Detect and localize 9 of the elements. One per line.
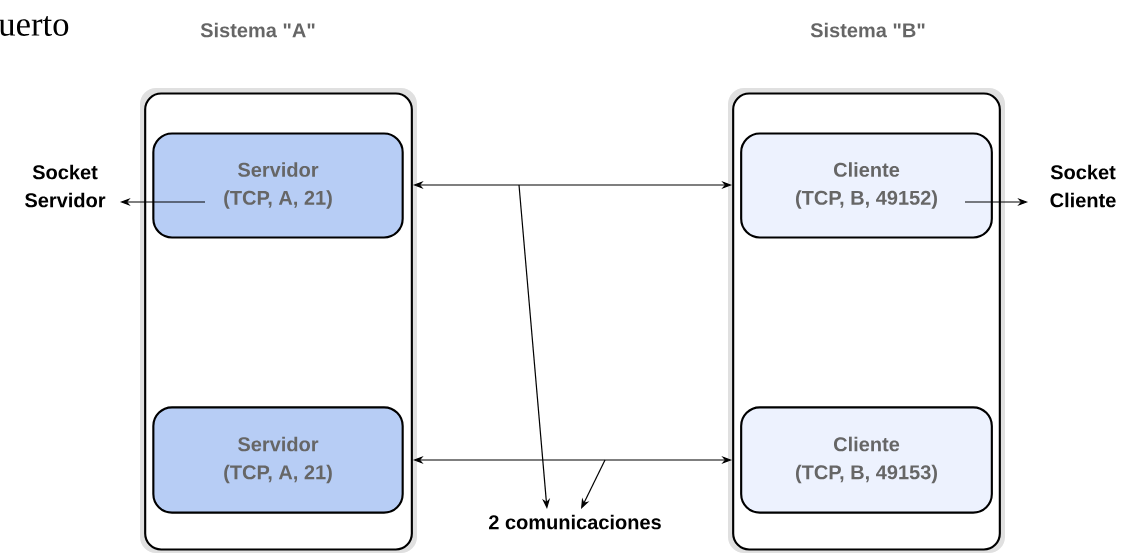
socket-label: Socket Cliente — [1050, 164, 1116, 208]
system-heading: Sistema "A" — [200, 22, 315, 38]
socket-label: Socket Servidor — [25, 164, 106, 208]
server-box: Servidor (TCP, A, 21) — [152, 406, 404, 514]
note-text: 2 comunicaciones — [489, 514, 661, 530]
server-box: Servidor (TCP, A, 21) — [152, 132, 404, 239]
client-box: Cliente (TCP, B, 49152) — [740, 132, 993, 239]
client-box: Cliente (TCP, B, 49153) — [740, 406, 993, 514]
system-heading: Sistema "B" — [810, 22, 925, 38]
